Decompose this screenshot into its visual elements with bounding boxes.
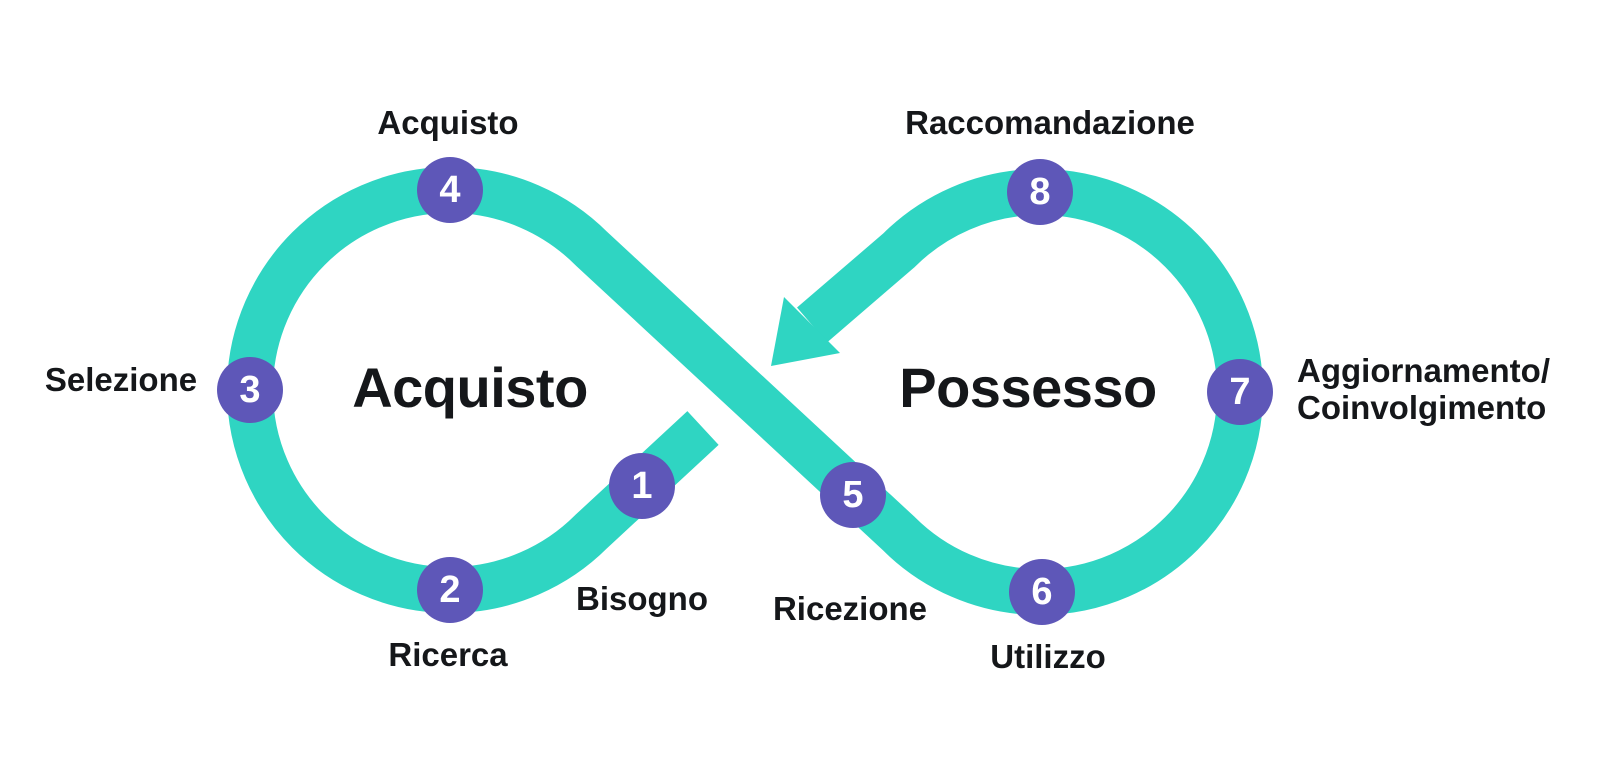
step-label-acquisto-step: Acquisto <box>377 104 519 141</box>
step-node-7: 7 <box>1207 359 1273 425</box>
step-node-3: 3 <box>217 357 283 423</box>
step-label-ricezione: Ricezione <box>772 590 928 627</box>
step-node-1: 1 <box>609 453 675 519</box>
step-label-aggiornamento: Aggiornamento/ Coinvolgimento <box>1297 352 1550 426</box>
infinity-loop-path <box>226 167 1264 615</box>
step-label-utilizzo: Utilizzo <box>990 638 1106 675</box>
flow-arrowhead-icon <box>771 297 840 366</box>
step-node-5: 5 <box>820 462 886 528</box>
step-label-bisogno: Bisogno <box>576 580 708 617</box>
step-node-4: 4 <box>417 157 483 223</box>
step-node-6: 6 <box>1009 559 1075 625</box>
step-label-selezione: Selezione <box>44 361 198 398</box>
right-loop-title: Possesso <box>899 356 1157 419</box>
step-node-2: 2 <box>417 557 483 623</box>
step-label-raccomandazione: Raccomandazione <box>905 104 1195 141</box>
step-label-ricerca: Ricerca <box>388 636 508 673</box>
step-node-8: 8 <box>1007 159 1073 225</box>
left-loop-title: Acquisto <box>352 356 588 419</box>
